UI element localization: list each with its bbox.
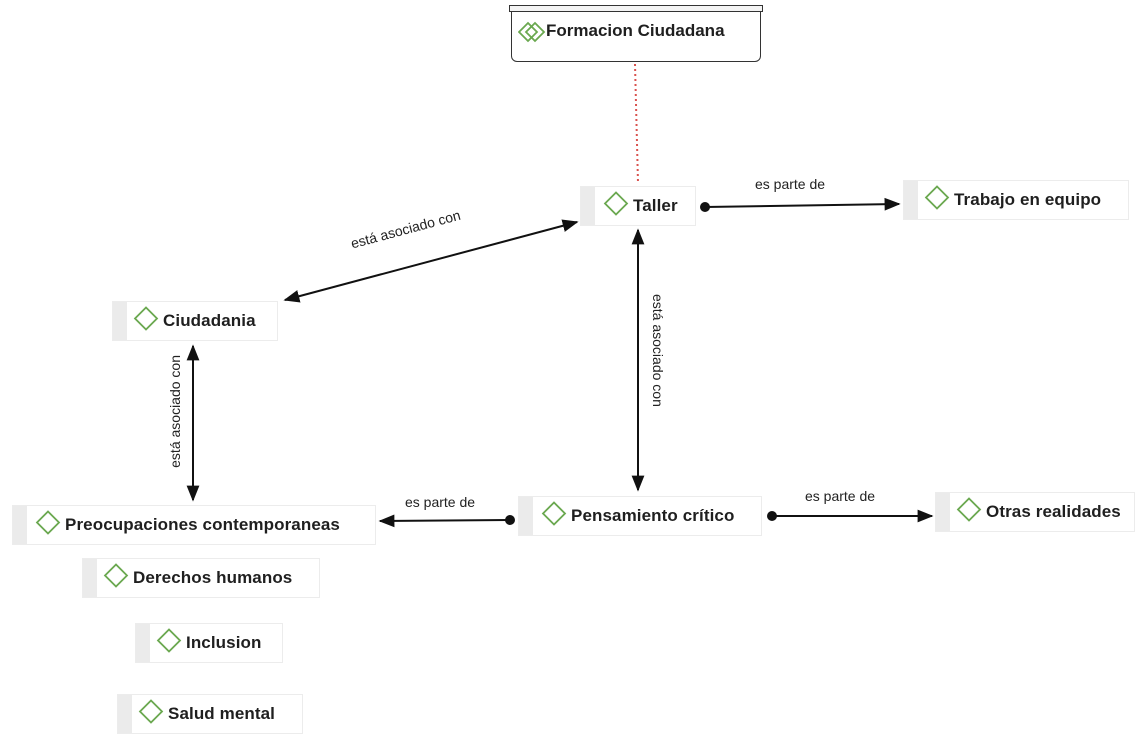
node-inclusion[interactable]: Inclusion <box>135 623 283 663</box>
root-taller-link[interactable] <box>634 63 639 184</box>
edge-label-taller-trabajo: es parte de <box>755 176 826 192</box>
node-handle <box>519 497 533 535</box>
edge-ciudadania-taller[interactable] <box>283 219 579 303</box>
edge-pensamiento-preocupaciones[interactable] <box>378 514 511 528</box>
node-handle <box>904 181 918 219</box>
double-diamond-icon <box>517 21 546 48</box>
node-label: Preocupaciones contemporaneas <box>65 515 340 534</box>
edge-origin-dot <box>700 202 710 212</box>
diamond-icon <box>956 497 982 528</box>
node-handle <box>136 624 150 662</box>
edge-label-pensamiento-otras: es parte de <box>805 488 876 504</box>
edge-label-pensamiento-preocupaciones: es parte de <box>405 494 476 510</box>
node-label: Taller <box>633 196 678 215</box>
node-label: Derechos humanos <box>133 568 293 587</box>
node-ciudadania[interactable]: Ciudadania <box>112 301 278 341</box>
diamond-icon <box>103 563 129 594</box>
node-label: Ciudadania <box>163 311 256 330</box>
node-label: Pensamiento crítico <box>571 506 735 525</box>
diamond-icon <box>603 191 629 222</box>
diamond-icon <box>138 699 164 730</box>
node-label: Trabajo en equipo <box>954 190 1102 209</box>
edge-label-ciudadania-preocupaciones: está asociado con <box>167 355 183 468</box>
diamond-icon <box>924 185 950 216</box>
node-label: Inclusion <box>186 633 262 652</box>
edge-label-taller-pensamiento: está asociado con <box>650 294 666 407</box>
node-handle <box>13 506 27 544</box>
node-handle <box>118 695 132 733</box>
diamond-icon <box>35 510 61 541</box>
node-preocupaciones-contemporaneas[interactable]: Preocupaciones contemporaneas <box>12 505 376 545</box>
node-salud-mental[interactable]: Salud mental <box>117 694 303 734</box>
node-handle <box>113 302 127 340</box>
diamond-icon <box>133 306 159 337</box>
edge-origin-dot <box>767 511 777 521</box>
node-derechos-humanos[interactable]: Derechos humanos <box>82 558 320 598</box>
root-node-label: Formacion Ciudadana <box>546 21 725 40</box>
edge-origin-dot <box>505 515 515 525</box>
node-label: Salud mental <box>168 704 276 723</box>
node-trabajo-en-equipo[interactable]: Trabajo en equipo <box>903 180 1129 220</box>
node-otras-realidades[interactable]: Otras realidades <box>935 492 1135 532</box>
node-handle <box>83 559 97 597</box>
node-label: Otras realidades <box>986 502 1121 521</box>
node-handle <box>581 187 595 225</box>
diamond-icon <box>541 501 567 532</box>
edge-taller-trabajo[interactable] <box>704 197 901 211</box>
root-node-top-strip <box>509 5 763 12</box>
node-taller[interactable]: Taller <box>580 186 696 226</box>
root-node-formacion-ciudadana[interactable]: Formacion Ciudadana <box>509 5 763 62</box>
node-handle <box>936 493 950 531</box>
diamond-icon <box>156 628 182 659</box>
node-pensamiento-critico[interactable]: Pensamiento crítico <box>518 496 762 536</box>
